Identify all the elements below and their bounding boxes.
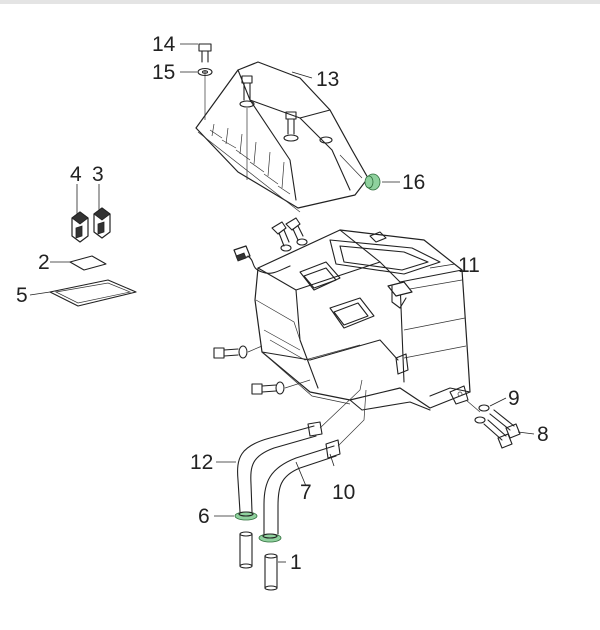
part-9-washers (474, 404, 490, 424)
part-16-grommet (339, 154, 381, 191)
wire-connector (233, 245, 291, 274)
callout-5: 5 (16, 284, 28, 307)
callout-13: 13 (316, 68, 339, 91)
callout-4: 4 (70, 163, 82, 186)
callout-16: 16 (402, 171, 425, 194)
part-2-plate (69, 255, 107, 271)
part-12-hose (237, 379, 363, 513)
part-7-hose (263, 389, 367, 535)
housing-top-bolts (271, 217, 308, 252)
part-3-switch (93, 207, 111, 239)
part-6-clamp-1 (234, 511, 258, 521)
cover-bolt-1 (239, 75, 255, 180)
part-15-washer (197, 67, 213, 77)
part-6-clamp-2 (258, 533, 282, 543)
housing-left-bolt-1 (213, 345, 263, 359)
callout-8: 8 (537, 423, 549, 446)
top-border (0, 0, 600, 4)
housing-left-bolt-2 (251, 379, 311, 395)
cover-bolt-2 (283, 111, 299, 142)
leader-lines (29, 43, 535, 563)
part-8-bolts (465, 399, 521, 449)
part-13-cover (195, 61, 369, 213)
callout-3: 3 (92, 163, 104, 186)
callout-6: 6 (198, 505, 210, 528)
callout-14: 14 (152, 33, 176, 56)
callout-12: 12 (190, 451, 213, 474)
part-5-gasket (49, 279, 137, 307)
callout-7: 7 (300, 481, 312, 504)
callout-10: 10 (332, 481, 355, 504)
part-4-switch (71, 211, 89, 243)
callout-9: 9 (508, 387, 520, 410)
callout-2: 2 (38, 251, 50, 274)
part-14-bolt (198, 43, 212, 120)
part-11-housing (254, 229, 471, 411)
callout-labels: 14 15 13 4 3 16 2 11 5 9 8 12 10 6 7 1 (16, 33, 549, 574)
callout-1: 1 (290, 551, 302, 574)
callout-11: 11 (458, 254, 480, 277)
callout-15: 15 (152, 61, 175, 84)
part-1-tube-2 (264, 553, 278, 591)
part-1-tube-1 (239, 531, 253, 569)
